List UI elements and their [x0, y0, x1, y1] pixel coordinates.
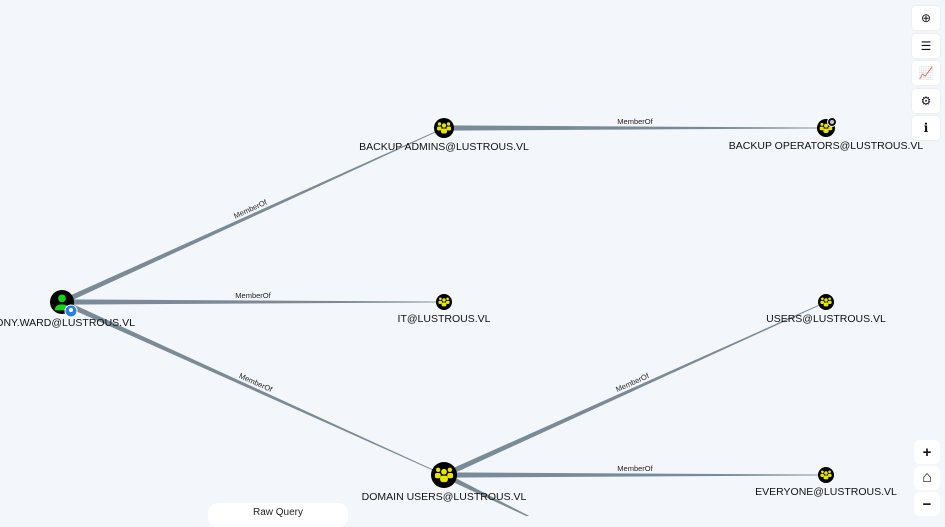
chart-icon: 📈: [918, 66, 934, 80]
zoom-out-button[interactable]: −: [914, 492, 940, 516]
node-bo[interactable]: [817, 117, 837, 138]
group-icon: [820, 470, 832, 480]
edge-label: MemberOf: [617, 117, 653, 126]
edge-tony-ba[interactable]: [60, 127, 445, 305]
raw-query-button[interactable]: Raw Query: [208, 503, 348, 527]
home-button[interactable]: ⌂: [914, 466, 940, 490]
group-icon: [438, 297, 450, 307]
node-everyone[interactable]: [818, 467, 834, 483]
node-label[interactable]: DOMAIN USERS@LUSTROUS.VL: [361, 491, 527, 503]
node-tony[interactable]: [50, 290, 78, 318]
node-ba[interactable]: [434, 118, 454, 138]
node-du[interactable]: [431, 462, 457, 488]
info-icon: i: [923, 121, 929, 135]
node-label[interactable]: EVERYONE@LUSTROUS.VL: [755, 486, 897, 498]
node-label[interactable]: TONY.WARD@LUSTROUS.VL: [0, 317, 135, 329]
queries-list-button[interactable]: ☰: [912, 33, 940, 58]
edge-du-offscreen[interactable]: [442, 472, 540, 516]
node-label[interactable]: BACKUP ADMINS@LUSTROUS.VL: [359, 141, 529, 153]
queries-list-icon: ☰: [920, 38, 932, 53]
edge-label: MemberOf: [235, 291, 271, 300]
node-label[interactable]: IT@LUSTROUS.VL: [397, 313, 491, 325]
node-label[interactable]: USERS@LUSTROUS.VL: [766, 313, 886, 325]
upload-button[interactable]: ⊕: [912, 6, 940, 30]
edge-du-users[interactable]: [442, 301, 827, 478]
group-icon: [437, 122, 451, 134]
owned-marker-icon: [64, 304, 78, 318]
edge-tony-it[interactable]: [62, 299, 444, 305]
highvalue-marker-icon: [827, 117, 837, 127]
info-button[interactable]: i: [912, 116, 940, 140]
edge-du-everyone[interactable]: [444, 472, 826, 478]
graph-canvas[interactable]: MemberOfMemberOfMemberOfMemberOfMemberOf…: [0, 0, 945, 516]
chart-button[interactable]: 📈: [912, 61, 940, 85]
edge-label: MemberOf: [617, 464, 653, 473]
node-users[interactable]: [818, 294, 834, 310]
edge-ba-bo[interactable]: [444, 125, 826, 131]
group-icon: [434, 467, 454, 483]
node-label[interactable]: BACKUP OPERATORS@LUSTROUS.VL: [728, 140, 924, 152]
edge-tony-du[interactable]: [60, 299, 445, 476]
zoom-in-button[interactable]: +: [914, 440, 940, 464]
settings-icon: ⚙: [920, 93, 932, 108]
node-it[interactable]: [436, 294, 452, 310]
upload-icon: ⊕: [920, 11, 932, 25]
settings-button[interactable]: ⚙: [912, 88, 940, 113]
group-icon: [820, 297, 832, 307]
